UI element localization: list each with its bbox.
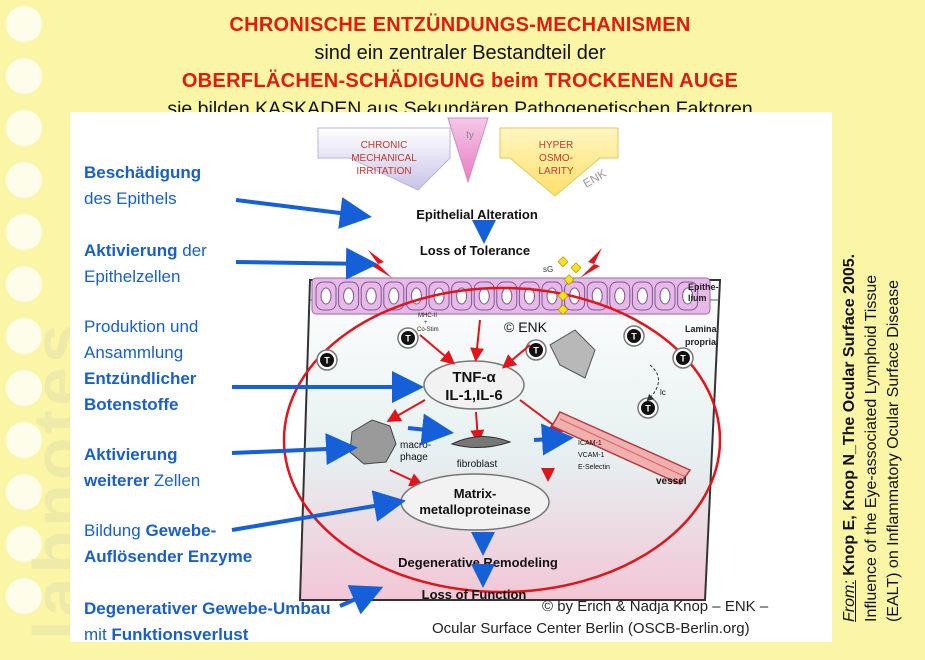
svg-text:OSMO-: OSMO-: [539, 153, 573, 164]
decor-circle: [6, 110, 42, 146]
cell-nucleus: [501, 287, 513, 305]
label-matrix: Matrix-: [454, 486, 497, 501]
label-enzyme-formation: Bildung Gewebe-Auflösender Enzyme: [84, 521, 253, 566]
svg-text:ty: ty: [466, 130, 474, 141]
label-icam: ICAM-1: [578, 440, 602, 447]
svg-text:Co-Stim: Co-Stim: [417, 327, 439, 333]
label-macrophage: macro-: [400, 440, 431, 451]
citation-line-1: From: Knop E, Knop N_The Ocular Surface …: [841, 253, 858, 622]
decor-circle: [6, 214, 42, 250]
left-arrows: [231, 197, 424, 615]
decor-circle: [6, 266, 42, 302]
title-line-3: OBERFLÄCHEN-SCHÄDIGUNG beim TROCKENEN AU…: [181, 70, 739, 92]
mechanical-irritation-arrow: CHRONIC MECHANICAL IRRITATION: [317, 127, 451, 191]
step-degenerative-remodeling: Degenerative Remodeling: [398, 555, 558, 570]
decor-circle: [6, 474, 42, 510]
damage-bolt-icon: [368, 250, 392, 278]
label-lamina: Lamina: [685, 324, 718, 334]
label-propria: propria: [685, 337, 717, 347]
citation-line-2: Influence of the Eye-associated Lymphoid…: [863, 274, 880, 622]
title-line-1: CHRONISCHE ENTZÜNDUNGS-MECHANISMEN: [229, 14, 691, 36]
svg-text:+: +: [424, 320, 428, 326]
label-lc: lc: [660, 388, 666, 397]
cell-nucleus: [365, 287, 377, 305]
t-cell-label: T: [405, 334, 411, 344]
damage-bolt-icon: [580, 248, 602, 278]
t-cell-label: T: [324, 356, 330, 366]
label-sg: sG: [543, 265, 553, 274]
cell-nucleus: [478, 287, 490, 305]
epithelial-cells: [315, 281, 699, 311]
step-loss-of-function: Loss of Function: [422, 587, 527, 602]
t-cell-icon: T: [672, 347, 694, 369]
citation-line-3: (EALT) on Inflammatory Ocular Surface Di…: [885, 279, 902, 622]
inflammation-cycle-ring: [282, 286, 722, 594]
center-triangle-arrow: ty: [447, 117, 489, 184]
hyperosmolarity-arrow: HYPER OSMO- LARITY: [499, 127, 619, 197]
label-epithelium-2: lium: [688, 293, 707, 303]
dendritic-cell: [549, 329, 596, 379]
t-cell-label: T: [645, 404, 651, 414]
diagram-copyright: © ENK: [504, 319, 548, 335]
label-mhc: MHC-II: [418, 313, 437, 319]
t-cell-icon: T: [623, 325, 645, 347]
label-fibroblast: fibroblast: [457, 459, 498, 470]
decor-circle: [6, 6, 42, 42]
title-line-2: sind ein zentraler Bestandteil der: [314, 42, 606, 64]
decor-circle: [6, 422, 42, 458]
right-panel: [833, 0, 925, 660]
credit-center: Ocular Surface Center Berlin (OSCB-Berli…: [432, 620, 750, 637]
svg-text:MECHANICAL: MECHANICAL: [351, 153, 417, 164]
t-cell-icon: T: [525, 339, 547, 361]
t-cell-icon: T: [637, 397, 659, 419]
t-cell-label: T: [533, 346, 539, 356]
cell-nucleus: [659, 287, 671, 305]
t-cell-icon: T: [397, 327, 419, 349]
label-epithelium: Epithe-: [688, 282, 719, 292]
step-loss-of-tolerance: Loss of Tolerance: [420, 243, 530, 258]
decor-circle: [6, 162, 42, 198]
label-tnf: TNF-α: [452, 369, 496, 386]
label-metalloproteinase: metalloproteinase: [419, 502, 530, 517]
decor-circle: [6, 370, 42, 406]
cell-nucleus: [636, 287, 648, 305]
svg-text:HYPER: HYPER: [539, 140, 573, 151]
decor-circle: [6, 318, 42, 354]
step-epithelial-alteration: Epithelial Alteration: [416, 207, 538, 222]
decor-circle: [6, 526, 42, 562]
svg-text:VCAM-1: VCAM-1: [578, 452, 605, 459]
cell-nucleus: [320, 287, 332, 305]
soluble-factor-icons: [557, 256, 582, 316]
svg-text:E-Selectin: E-Selectin: [578, 464, 610, 471]
fibroblast-cell: [450, 436, 512, 448]
cell-nucleus: [388, 287, 400, 305]
label-interleukins: IL-1,IL-6: [445, 387, 503, 404]
blood-vessel: [550, 411, 692, 485]
svg-text:LARITY: LARITY: [538, 166, 573, 177]
cell-nucleus: [343, 287, 355, 305]
cell-nucleus: [614, 287, 626, 305]
credit-authors: © by Erich & Nadja Knop – ENK –: [542, 598, 769, 615]
label-vessel: vessel: [656, 476, 687, 487]
decor-circle: [6, 578, 42, 614]
t-cell-icon: T: [316, 349, 338, 371]
decor-circle: [6, 58, 42, 94]
cell-nucleus: [682, 287, 694, 305]
t-cell-label: T: [680, 354, 686, 364]
svg-text:CHRONIC: CHRONIC: [361, 140, 408, 151]
svg-text:IRRITATION: IRRITATION: [356, 166, 411, 177]
t-cell-label: T: [631, 332, 637, 342]
svg-text:phage: phage: [400, 452, 428, 463]
